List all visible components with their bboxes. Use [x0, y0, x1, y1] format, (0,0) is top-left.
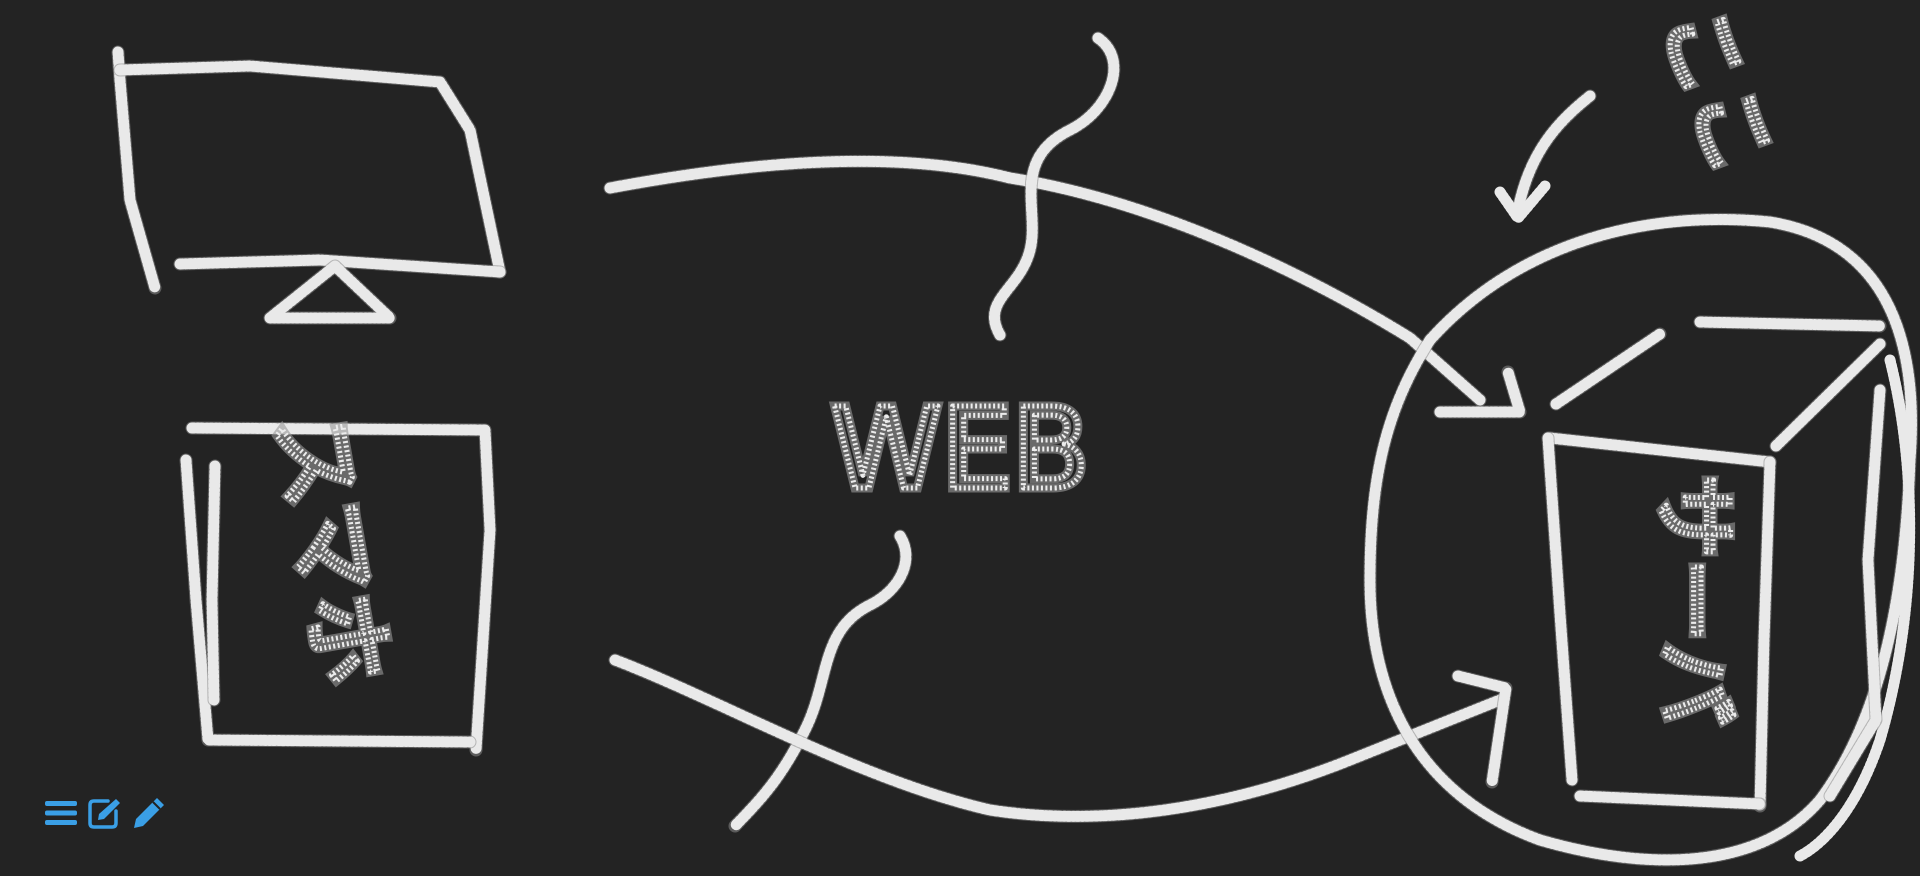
label-smartphone: スマホ — [255, 406, 408, 694]
pencil-icon — [134, 798, 164, 828]
upper-squiggle — [989, 32, 1120, 341]
lower-arrow — [608, 653, 1513, 823]
pencil-button[interactable] — [132, 796, 166, 830]
lower-squiggle — [729, 530, 912, 832]
drawing-toolbar — [44, 796, 166, 830]
label-server-shadow: サーバ — [1645, 474, 1743, 725]
smartphone-drawing — [179, 421, 497, 757]
here-arrow-shadow — [1511, 89, 1597, 217]
server-circle-outer-stroke — [1794, 354, 1916, 862]
label-web-shadow: WEB — [831, 385, 1089, 515]
edit-button[interactable] — [88, 796, 122, 830]
label-server: サーバ — [1645, 474, 1743, 725]
label-web: WEB — [831, 385, 1089, 515]
here-arrow — [1512, 90, 1596, 216]
here-arrowhead — [1494, 180, 1551, 224]
upper-arrow — [603, 154, 1527, 419]
label-here: ここ — [1642, 0, 1792, 186]
edit-square-icon — [88, 799, 120, 829]
monitor-drawing — [111, 45, 507, 325]
server-circle — [1364, 214, 1917, 866]
menu-icon — [45, 801, 77, 825]
server-drawing — [1541, 315, 1887, 813]
menu-button[interactable] — [44, 796, 78, 830]
